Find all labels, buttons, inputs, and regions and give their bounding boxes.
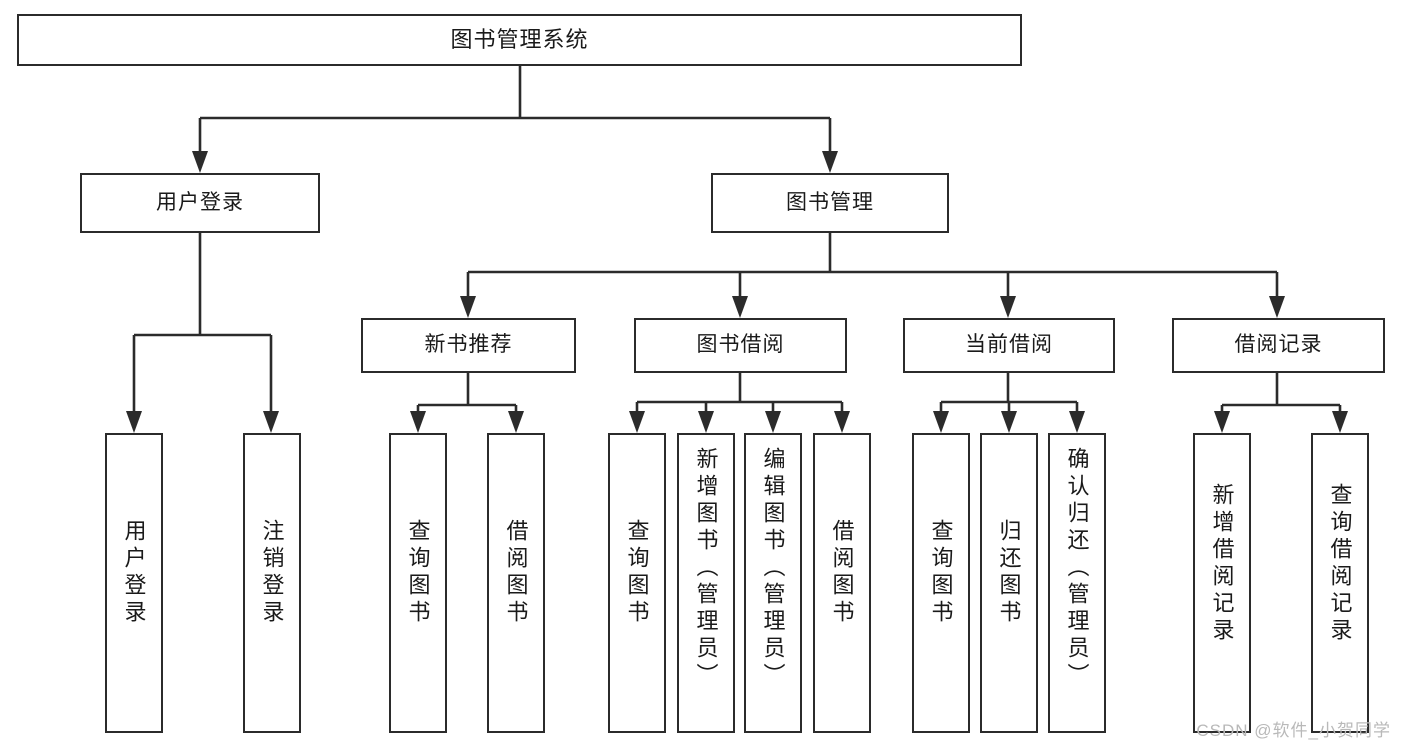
node-new-book-recommend[interactable]: 新书推荐 <box>361 318 576 373</box>
node-user-login[interactable]: 用户登录 <box>80 173 320 233</box>
arrow-book-mgmt <box>822 151 838 173</box>
arrow-borrow-record <box>1269 296 1285 318</box>
arrow-user-login-leaf1 <box>126 411 142 433</box>
arrow-new-book <box>460 296 476 318</box>
node-label: 新增图书（管理员） <box>693 447 719 690</box>
node-label: 归还图书 <box>996 519 1022 627</box>
node-label: 新增借阅记录 <box>1209 483 1235 645</box>
arrow-borrow-record-leaf2 <box>1332 411 1348 433</box>
arrow-book-borrow-leaf2 <box>698 411 714 433</box>
leaf-user-login-login[interactable]: 用户登录 <box>105 433 163 733</box>
node-label: 查询借阅记录 <box>1327 483 1353 645</box>
arrow-current-borrow <box>1000 296 1016 318</box>
node-label: 借阅记录 <box>1234 333 1323 357</box>
arrow-current-borrow-leaf2 <box>1001 411 1017 433</box>
node-book-borrow[interactable]: 图书借阅 <box>634 318 847 373</box>
node-label: 查询图书 <box>624 519 650 627</box>
node-label: 图书管理系统 <box>450 27 589 53</box>
arrow-book-borrow <box>732 296 748 318</box>
node-label: 查询图书 <box>928 519 954 627</box>
leaf-user-login-logout[interactable]: 注销登录 <box>243 433 301 733</box>
node-label: 当前借阅 <box>965 333 1053 357</box>
node-label: 用户登录 <box>121 519 147 627</box>
node-root-system[interactable]: 图书管理系统 <box>17 14 1022 66</box>
node-label: 用户登录 <box>156 190 244 214</box>
node-current-borrow[interactable]: 当前借阅 <box>903 318 1115 373</box>
leaf-current-borrow-query[interactable]: 查询图书 <box>912 433 970 733</box>
leaf-new-book-borrow[interactable]: 借阅图书 <box>487 433 545 733</box>
arrow-current-borrow-leaf1 <box>933 411 949 433</box>
leaf-current-borrow-return[interactable]: 归还图书 <box>980 433 1038 733</box>
node-label: 查询图书 <box>405 519 431 627</box>
node-label: 图书管理 <box>786 190 874 214</box>
node-label: 借阅图书 <box>503 519 529 627</box>
leaf-book-borrow-add[interactable]: 新增图书（管理员） <box>677 433 735 733</box>
node-label: 图书借阅 <box>696 333 785 357</box>
node-book-management[interactable]: 图书管理 <box>711 173 949 233</box>
watermark-text: CSDN @软件_小贺同学 <box>1196 721 1391 740</box>
arrow-user-login <box>192 151 208 173</box>
arrow-new-book-leaf1 <box>410 411 426 433</box>
leaf-borrow-record-add[interactable]: 新增借阅记录 <box>1193 433 1251 733</box>
leaf-book-borrow-borrow[interactable]: 借阅图书 <box>813 433 871 733</box>
node-borrow-record[interactable]: 借阅记录 <box>1172 318 1385 373</box>
leaf-book-borrow-edit[interactable]: 编辑图书（管理员） <box>744 433 802 733</box>
node-label: 注销登录 <box>259 519 285 627</box>
node-label: 新书推荐 <box>424 333 513 357</box>
node-label: 确认归还（管理员） <box>1064 447 1090 690</box>
arrow-book-borrow-leaf1 <box>629 411 645 433</box>
arrow-book-borrow-leaf4 <box>834 411 850 433</box>
arrow-book-borrow-leaf3 <box>765 411 781 433</box>
node-label: 借阅图书 <box>829 519 855 627</box>
arrow-current-borrow-leaf3 <box>1069 411 1085 433</box>
arrow-new-book-leaf2 <box>508 411 524 433</box>
arrow-borrow-record-leaf1 <box>1214 411 1230 433</box>
node-label: 编辑图书（管理员） <box>760 447 786 690</box>
leaf-book-borrow-query[interactable]: 查询图书 <box>608 433 666 733</box>
leaf-new-book-query[interactable]: 查询图书 <box>389 433 447 733</box>
leaf-borrow-record-query[interactable]: 查询借阅记录 <box>1311 433 1369 733</box>
arrow-user-login-leaf2 <box>263 411 279 433</box>
leaf-current-borrow-confirm[interactable]: 确认归还（管理员） <box>1048 433 1106 733</box>
